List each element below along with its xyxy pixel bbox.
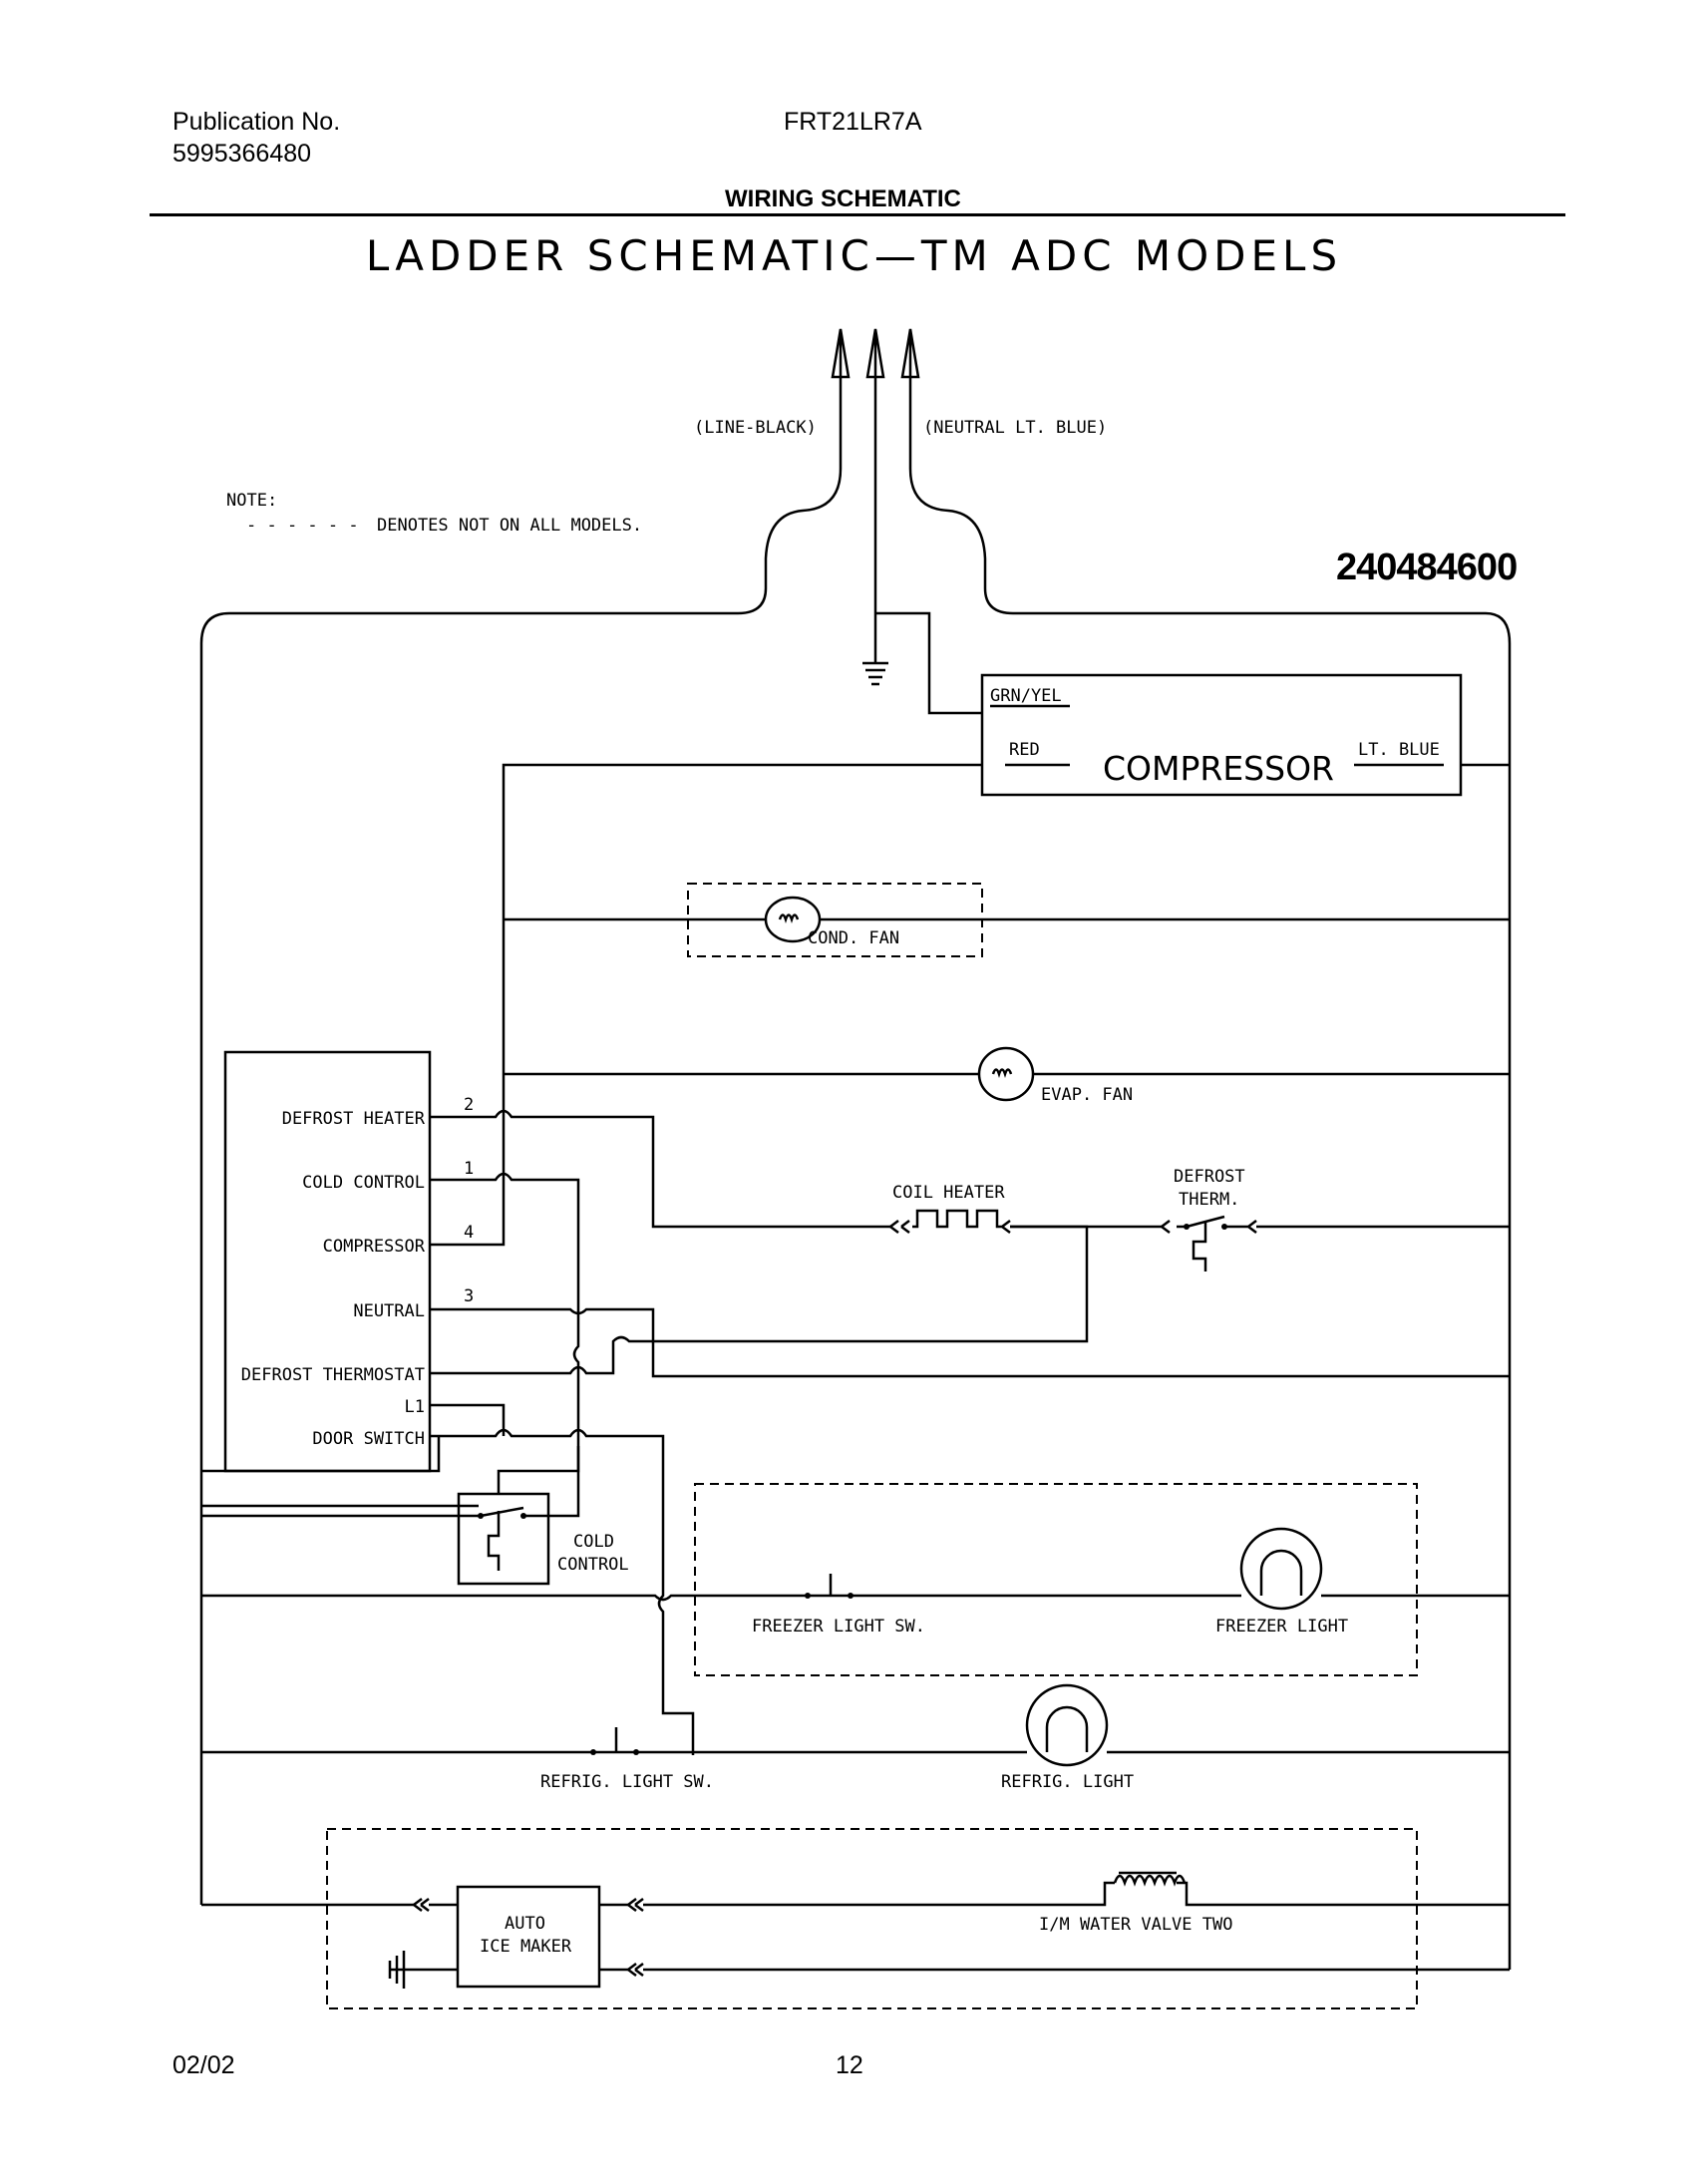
neutral-label: (NEUTRAL LT. BLUE) bbox=[923, 418, 1107, 438]
model-number: FRT21LR7A bbox=[784, 108, 922, 136]
line-black-label: (LINE-BLACK) bbox=[694, 418, 817, 438]
refrig-light-switch-icon bbox=[588, 1727, 639, 1755]
schematic-title: LADDER SCHEMATIC—TM ADC MODELS bbox=[365, 231, 1343, 280]
publication-number: 5995366480 bbox=[172, 140, 312, 168]
coil-heater-label: COIL HEATER bbox=[892, 1183, 1005, 1203]
refrig-light-label: REFRIG. LIGHT bbox=[1001, 1772, 1134, 1792]
refrig-light-switch-label: REFRIG. LIGHT SW. bbox=[540, 1772, 714, 1792]
freezer-light-optional-box bbox=[694, 1483, 1418, 1676]
terminal-door-switch: DOOR SWITCH bbox=[312, 1429, 425, 1449]
cond-fan-label: COND. FAN bbox=[808, 928, 899, 948]
refrig-lamp-icon bbox=[1025, 1683, 1109, 1767]
power-cord bbox=[199, 328, 1512, 1970]
ice-maker-connector-icons bbox=[413, 1898, 644, 1977]
cold-control-box bbox=[457, 1492, 550, 1586]
ice-maker-label-1: AUTO bbox=[505, 1914, 545, 1934]
board-wiring bbox=[201, 1097, 1510, 1755]
pin-2: 2 bbox=[464, 1095, 474, 1115]
defrost-therm-icon bbox=[1161, 1215, 1257, 1272]
freezer-light-switch-icon bbox=[803, 1574, 854, 1599]
evap-fan-label: EVAP. FAN bbox=[1041, 1085, 1133, 1105]
ice-maker-optional-box bbox=[326, 1828, 1418, 2009]
defrost-therm-label-2: THERM. bbox=[1179, 1190, 1239, 1210]
note-dash-legend: - - - - - - bbox=[246, 516, 359, 536]
compressor-label: COMPRESSOR bbox=[1103, 749, 1334, 788]
compressor-terminal-ground: GRN/YEL bbox=[990, 686, 1062, 706]
cond-fan-motor-icon bbox=[764, 896, 822, 943]
header-rule bbox=[150, 213, 1565, 216]
terminal-defrost-heater: DEFROST HEATER bbox=[282, 1109, 426, 1129]
chassis-ground-icon bbox=[388, 1951, 458, 1989]
freezer-light-label: FREEZER LIGHT bbox=[1215, 1617, 1348, 1637]
pin-3: 3 bbox=[464, 1286, 474, 1306]
compressor-terminal-red: RED bbox=[1009, 740, 1040, 760]
water-valve-coil-icon bbox=[1113, 1871, 1187, 1887]
pin-1: 1 bbox=[464, 1159, 474, 1179]
note-text: DENOTES NOT ON ALL MODELS. bbox=[377, 516, 642, 536]
section-title: WIRING SCHEMATIC bbox=[725, 185, 961, 212]
water-valve-label: I/M WATER VALVE TWO bbox=[1039, 1915, 1232, 1935]
pin-4: 4 bbox=[464, 1223, 474, 1243]
ground-icon bbox=[862, 613, 888, 686]
compressor-terminal-blue: LT. BLUE bbox=[1358, 740, 1440, 760]
defrost-therm-label-1: DEFROST bbox=[1174, 1167, 1245, 1187]
page-number: 12 bbox=[836, 2051, 863, 2079]
freezer-lamp-icon bbox=[1239, 1527, 1323, 1611]
terminal-defrost-thermostat: DEFROST THERMOSTAT bbox=[241, 1365, 425, 1385]
terminal-cold-control: COLD CONTROL bbox=[302, 1173, 425, 1193]
note-label: NOTE: bbox=[226, 491, 277, 511]
ice-maker-label-2: ICE MAKER bbox=[480, 1937, 572, 1957]
publication-label: Publication No. bbox=[172, 108, 341, 136]
terminal-compressor: COMPRESSOR bbox=[323, 1237, 426, 1257]
coil-heater-icon bbox=[889, 1209, 1011, 1234]
evap-fan-motor-icon bbox=[977, 1046, 1035, 1102]
cold-control-label-1: COLD bbox=[573, 1532, 614, 1552]
terminal-l1: L1 bbox=[405, 1397, 425, 1417]
freezer-light-switch-label: FREEZER LIGHT SW. bbox=[752, 1617, 925, 1637]
cold-control-switch-icon bbox=[464, 1446, 580, 1571]
ice-maker-box bbox=[456, 1885, 601, 1989]
cold-control-label-2: CONTROL bbox=[557, 1555, 629, 1575]
terminal-neutral: NEUTRAL bbox=[353, 1301, 425, 1321]
compressor-box bbox=[980, 673, 1463, 797]
diagram-number: 240484600 bbox=[1336, 546, 1518, 588]
footer-date: 02/02 bbox=[172, 2051, 235, 2079]
